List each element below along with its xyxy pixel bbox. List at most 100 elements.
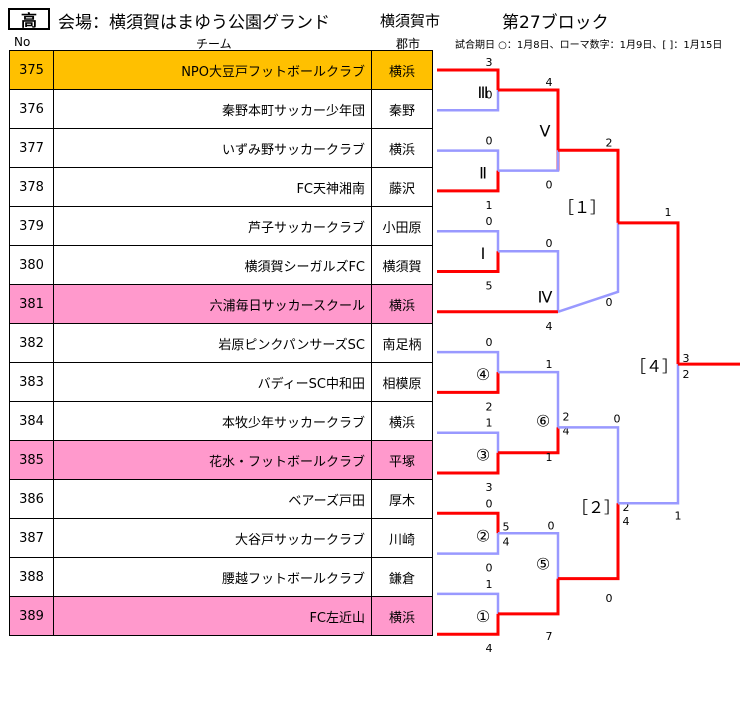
score: 0 — [486, 497, 493, 510]
bracket-line — [437, 372, 500, 394]
team-name: FC天神湘南 — [53, 167, 372, 207]
match-label: Ⅳ — [538, 288, 553, 307]
score: 3 — [683, 352, 690, 365]
bracket-line — [558, 148, 620, 223]
bracket-line — [437, 452, 500, 475]
score: 2 — [563, 410, 570, 423]
bracket-line — [437, 592, 500, 614]
bracket-line — [498, 578, 560, 616]
team-city: 横須賀 — [371, 245, 433, 285]
match-label: ① — [476, 607, 490, 626]
team-name: 六浦毎日サッカースクール — [53, 284, 372, 324]
score: 0 — [486, 135, 493, 148]
score: 5 — [486, 280, 493, 293]
score: 1 — [486, 417, 493, 430]
bracket-line — [437, 68, 500, 90]
team-number: 384 — [9, 401, 54, 441]
team-city: 横浜 — [371, 596, 433, 636]
score: 0 — [548, 519, 555, 532]
bracket-line — [618, 364, 680, 505]
match-label: ［１］ — [558, 198, 606, 217]
team-name: FC左近山 — [53, 596, 372, 636]
bracket-line — [498, 88, 560, 171]
bracket-line — [558, 503, 620, 581]
team-name: 大谷戸サッカークラブ — [53, 518, 372, 558]
score: 1 — [675, 509, 682, 522]
team-name: いずみ野サッカークラブ — [53, 128, 372, 168]
bracket-line — [437, 149, 500, 171]
match-label: ② — [476, 526, 490, 545]
level-badge: 高 — [8, 8, 50, 30]
score: 0 — [486, 88, 493, 101]
bracket-line — [498, 249, 560, 312]
col-no-header: No — [14, 35, 31, 49]
score: 4 — [546, 320, 553, 333]
team-city: 横浜 — [371, 401, 433, 441]
match-label: ［２］ — [572, 498, 620, 517]
bracket-line — [437, 533, 500, 555]
score: 2 — [683, 368, 690, 381]
bracket-line — [498, 370, 560, 428]
team-name: NPO大豆戸フットボールクラブ — [53, 50, 372, 90]
team-city: 横浜 — [371, 284, 433, 324]
score: 4 — [623, 515, 630, 528]
city-label: 横須賀市 — [380, 12, 441, 30]
score: 0 — [546, 179, 553, 192]
match-label: ④ — [476, 365, 490, 384]
score: 4 — [546, 76, 553, 89]
team-city: 横浜 — [371, 50, 433, 90]
team-city: 鎌倉 — [371, 557, 433, 597]
bracket-line — [498, 150, 560, 172]
venue-title: 会場：横須賀はまゆう公園グランド — [58, 13, 330, 33]
team-city: 小田原 — [371, 206, 433, 246]
team-city: 相模原 — [371, 362, 433, 402]
bracket-line — [437, 511, 500, 534]
score: 3 — [486, 481, 493, 494]
team-name: ベアーズ戸田 — [53, 479, 372, 519]
team-number: 387 — [9, 518, 54, 558]
team-number: 388 — [9, 557, 54, 597]
score: 7 — [546, 630, 553, 643]
score: 1 — [486, 578, 493, 591]
bracket-line — [437, 229, 500, 252]
score: 1 — [486, 199, 493, 212]
match-label: ⑤ — [536, 555, 550, 574]
score: 0 — [606, 296, 613, 309]
team-number: 386 — [9, 479, 54, 519]
bracket-line — [437, 170, 500, 193]
schedule-note: 試合期日 ○：1月8日、ローマ数字：1月9日、[ ]：1月15日 — [455, 40, 723, 51]
score: 1 — [546, 451, 553, 464]
score: 0 — [614, 412, 621, 425]
team-name: 花水・フットボールクラブ — [53, 440, 372, 480]
team-city: 藤沢 — [371, 167, 433, 207]
team-name: 芦子サッカークラブ — [53, 206, 372, 246]
match-label: Ⅲ — [477, 83, 488, 102]
team-number: 383 — [9, 362, 54, 402]
bracket-line — [618, 221, 680, 365]
bracket-line — [557, 222, 620, 313]
team-number: 375 — [9, 50, 54, 90]
score: 0 — [606, 592, 613, 605]
bracket-line — [437, 251, 500, 273]
match-label: Ⅱ — [479, 164, 487, 183]
bracket-line — [437, 90, 500, 112]
team-name: 本牧少年サッカークラブ — [53, 401, 372, 441]
score: 2 — [486, 400, 493, 413]
score: 4 — [563, 424, 570, 437]
bracket-line — [498, 427, 560, 455]
bracket-line — [437, 613, 500, 636]
match-label: ［４］ — [630, 357, 678, 376]
bracket-line — [437, 350, 500, 373]
score: 0 — [546, 237, 553, 250]
match-label: Ⅴ — [540, 121, 551, 140]
team-number: 380 — [9, 245, 54, 285]
